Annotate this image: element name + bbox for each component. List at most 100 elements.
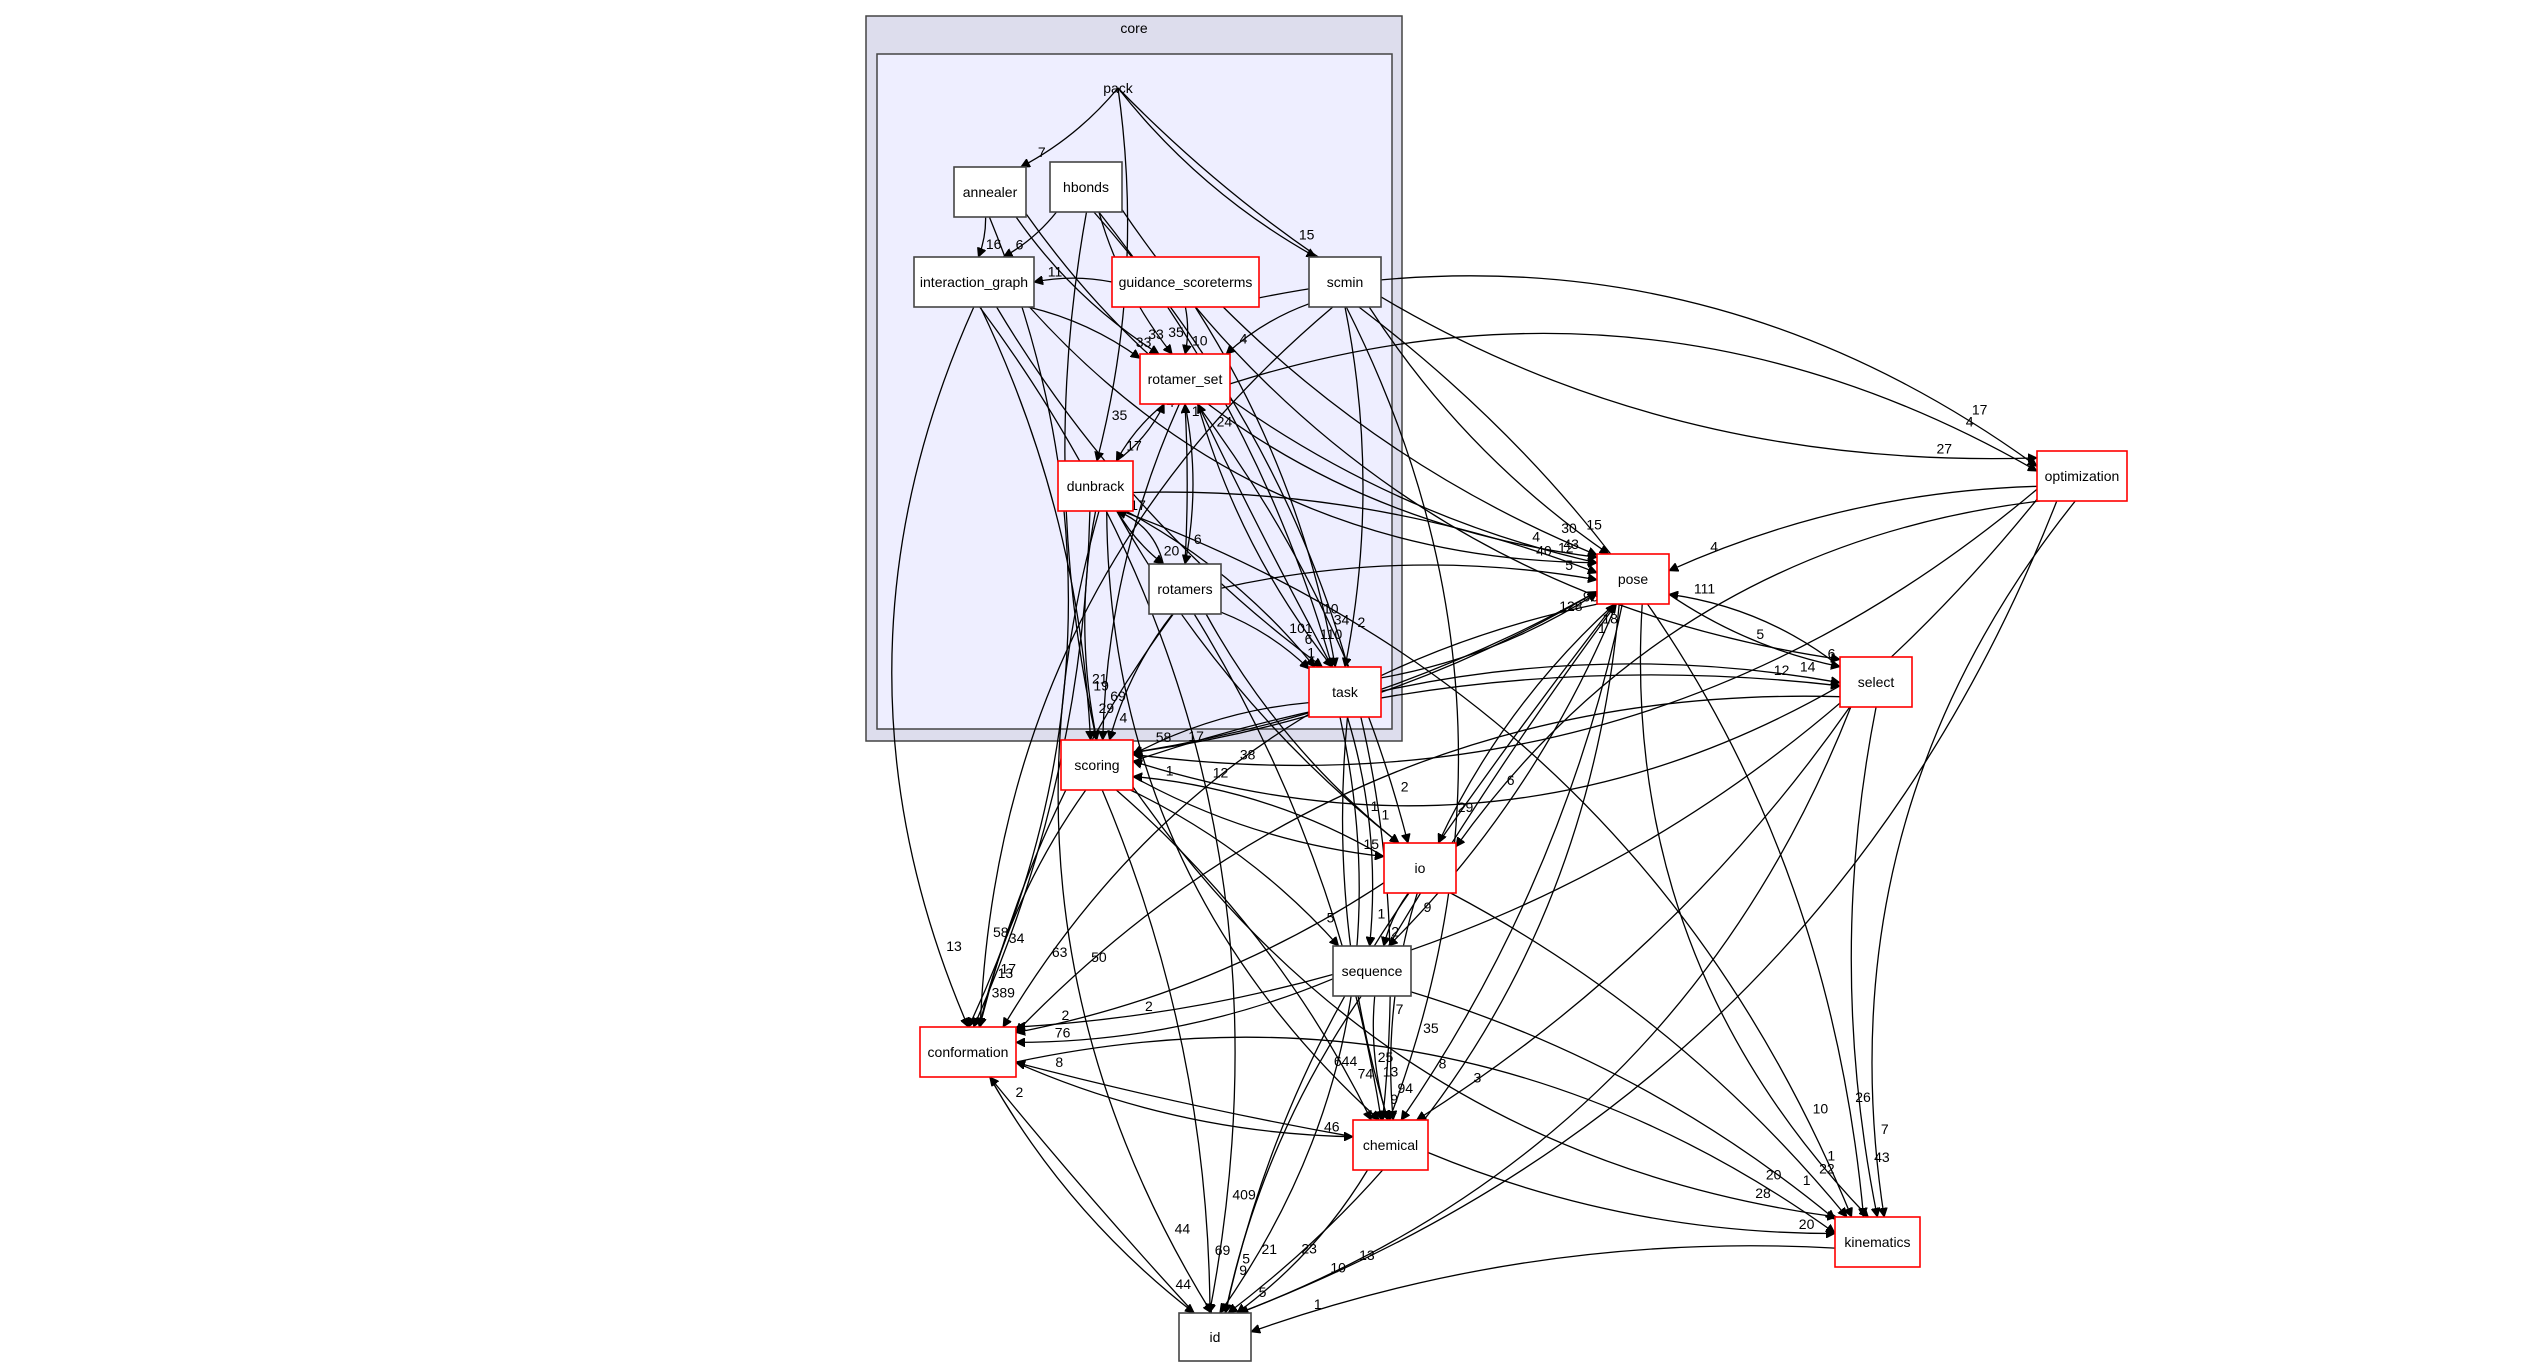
edge-label-annealer-to-rotamer_set[interactable]: 33 (1148, 326, 1164, 342)
edge-label-sequence-to-id[interactable]: 9 (1239, 1262, 1247, 1278)
edge-label-rotamers-to-conformation[interactable]: 13 (998, 965, 1014, 981)
edge-label-select-to-kinematics[interactable]: 43 (1874, 1149, 1890, 1165)
edge-label-pack-to-dunbrack[interactable]: 35 (1112, 407, 1128, 423)
node-box[interactable] (1178, 1312, 1252, 1362)
node-optimization[interactable]: optimization (2036, 450, 2128, 502)
node-box[interactable] (1308, 666, 1382, 718)
edge-label-task-to-scoring[interactable]: 58 (1156, 729, 1172, 745)
edge-label-rotamers-to-dunbrack[interactable]: 17 (1130, 497, 1146, 513)
edge-label-id-to-conformation[interactable]: 2 (1016, 1084, 1024, 1100)
edge-label-hbonds-to-interaction_graph[interactable]: 6 (1016, 237, 1024, 253)
edge-label-guidance_scoreterms-to-task[interactable]: 34 (1334, 612, 1350, 628)
edge-label-dunbrack-to-id[interactable]: 44 (1175, 1220, 1191, 1236)
node-conformation[interactable]: conformation (919, 1026, 1017, 1078)
edge-label-rotamer_set-to-dunbrack[interactable]: 17 (1126, 437, 1142, 453)
edge-label-interaction_graph-to-conformation[interactable]: 13 (946, 938, 962, 954)
edge-label-optimization-to-scoring[interactable]: 38 (1240, 747, 1256, 763)
edge-label-scoring-to-select[interactable]: 12 (1774, 662, 1790, 678)
edge-label-dunbrack-to-rotamers[interactable]: 20 (1164, 543, 1180, 559)
node-box[interactable] (1839, 656, 1913, 708)
edge-label-rotamers-to-rotamer_set[interactable]: 1 (1192, 403, 1200, 419)
edge-label-io-to-kinematics[interactable]: 22 (1819, 1161, 1835, 1177)
edge-label-sequence-to-conformation[interactable]: 76 (1055, 1025, 1071, 1041)
edge-label-hbonds-to-task[interactable]: 10 (1323, 600, 1339, 616)
node-kinematics[interactable]: kinematics (1834, 1216, 1921, 1268)
edge-label-select-to-chemical[interactable]: 3 (1474, 1070, 1482, 1086)
node-interaction-graph[interactable]: interaction_graph (913, 256, 1035, 308)
edge-label-pose-to-conformation[interactable]: 63 (1052, 944, 1068, 960)
edge-label-dunbrack-to-scoring[interactable]: 29 (1099, 700, 1115, 716)
edge-label-annealer-to-conformation[interactable]: 34 (1009, 930, 1025, 946)
edge-label-chemical-to-conformation[interactable]: 8 (1055, 1054, 1063, 1070)
edge-label-task-to-sequence[interactable]: 1 (1378, 906, 1386, 922)
edge-label-hbonds-to-select[interactable]: 5 (1756, 626, 1764, 642)
edge-label-pose-to-sequence[interactable]: 9 (1424, 899, 1432, 915)
node-task[interactable]: task (1308, 666, 1382, 718)
edge-label-guidance_scoreterms-to-pose[interactable]: 30 (1561, 520, 1577, 536)
edge-label-task-to-id[interactable]: 21 (1262, 1241, 1278, 1257)
edge-label-io-to-scoring[interactable]: 1 (1166, 762, 1174, 778)
edge-label-select-to-pose[interactable]: 111 (1694, 580, 1715, 596)
edge-label-dunbrack-to-kinematics[interactable]: 10 (1813, 1101, 1829, 1117)
node-scoring[interactable]: scoring (1060, 739, 1134, 791)
edge-label-rotamer_set-to-optimization[interactable]: 4 (1966, 413, 1974, 429)
edge-label-scoring-to-pose[interactable]: 128 (1559, 598, 1583, 614)
edge-label-select-to-id[interactable]: 10 (1330, 1260, 1346, 1276)
edge-label-scoring-to-io[interactable]: 15 (1364, 836, 1380, 852)
edge-label-task-to-pose[interactable]: 96 (1583, 589, 1599, 605)
node-box[interactable] (1060, 739, 1134, 791)
edge-label-scmin-to-conformation[interactable]: 58 (993, 924, 1009, 940)
node-box[interactable] (1834, 1216, 1921, 1268)
edge-label-io-to-conformation[interactable]: 2 (1062, 1007, 1070, 1023)
edge-label-scmin-to-kinematics[interactable]: 26 (1855, 1089, 1871, 1105)
node-guidance-scoreterms[interactable]: guidance_scoreterms (1111, 256, 1260, 308)
edge-label-conformation-to-kinematics[interactable]: 20 (1766, 1167, 1782, 1183)
edge-label-guidance_scoreterms-to-interaction_graph[interactable]: 11 (1048, 264, 1063, 280)
edge-label-pose-to-select[interactable]: 6 (1828, 646, 1836, 662)
edge-label-rotamers-to-io[interactable]: 1 (1382, 807, 1390, 823)
edge-label-select-to-scoring[interactable]: 12 (1213, 765, 1229, 781)
edge-label-rotamers-to-task[interactable]: 1 (1307, 645, 1315, 661)
node-rotamers[interactable]: rotamers (1148, 563, 1222, 615)
edge-label-pose-to-scoring[interactable]: 17 (1188, 728, 1204, 744)
node-select[interactable]: select (1839, 656, 1913, 708)
edge-label-optimization-to-pose[interactable]: 4 (1710, 539, 1718, 555)
edge-label-annealer-to-pose[interactable]: 4 (1532, 529, 1540, 545)
edge-label-conformation-to-id[interactable]: 44 (1176, 1276, 1192, 1292)
edge-label-io-to-pose[interactable]: 18 (1602, 611, 1618, 627)
edge-label-dunbrack-to-conformation[interactable]: 17 (1001, 961, 1017, 977)
node-hbonds[interactable]: hbonds (1049, 161, 1123, 213)
node-box[interactable] (1148, 563, 1222, 615)
edge-label-annealer-to-interaction_graph[interactable]: 16 (986, 236, 1002, 252)
edge-label-dunbrack-to-chemical[interactable]: 644 (1334, 1053, 1358, 1069)
edge-label-pose-to-io[interactable]: 29 (1458, 799, 1474, 815)
node-annealer[interactable]: annealer (953, 166, 1027, 218)
node-box[interactable] (1352, 1119, 1429, 1171)
edge-label-interaction_graph-to-pose[interactable]: 40 (1536, 543, 1552, 559)
edge-label-chemical-to-id[interactable]: 5 (1259, 1284, 1267, 1300)
edge-label-scmin-to-task[interactable]: 2 (1358, 614, 1366, 630)
edge-label-task-to-rotamer_set[interactable]: 24 (1217, 414, 1233, 430)
node-box[interactable] (1596, 553, 1670, 605)
edge-label-interaction_graph-to-id[interactable]: 409 (1232, 1186, 1256, 1202)
edge-label-io-to-sequence[interactable]: 2 (1391, 923, 1399, 939)
node-chemical[interactable]: chemical (1352, 1119, 1429, 1171)
edge-label-interaction_graph-to-rotamer_set[interactable]: 33 (1136, 334, 1152, 350)
edge-label-task-to-select[interactable]: 14 (1800, 658, 1816, 674)
cluster-pack[interactable]: pack (876, 53, 1393, 730)
edge-label-optimization-to-id[interactable]: 13 (1359, 1247, 1375, 1263)
node-box[interactable] (1111, 256, 1260, 308)
edge-label-select-to-conformation[interactable]: 50 (1091, 949, 1107, 965)
node-box[interactable] (919, 1026, 1017, 1078)
node-box[interactable] (1308, 256, 1382, 308)
edge-label-sequence-to-pose[interactable]: 1 (1598, 620, 1606, 636)
edge-label-pack-to-annealer[interactable]: 7 (1038, 144, 1046, 160)
edge-label-io-to-chemical[interactable]: 94 (1398, 1080, 1414, 1096)
edge-label-pack-to-scmin[interactable]: 15 (1299, 227, 1315, 243)
edge-label-pack-to-optimization[interactable]: 27 (1937, 440, 1953, 456)
edge-label-pose-to-chemical[interactable]: 8 (1439, 1055, 1447, 1071)
edge-label-chemical-to-kinematics[interactable]: 20 (1799, 1216, 1815, 1232)
edge-label-io-to-id[interactable]: 5 (1242, 1251, 1250, 1267)
edge-label-scoring-to-conformation[interactable]: 389 (992, 984, 1016, 1000)
node-rotamer-set[interactable]: rotamer_set (1139, 353, 1231, 405)
